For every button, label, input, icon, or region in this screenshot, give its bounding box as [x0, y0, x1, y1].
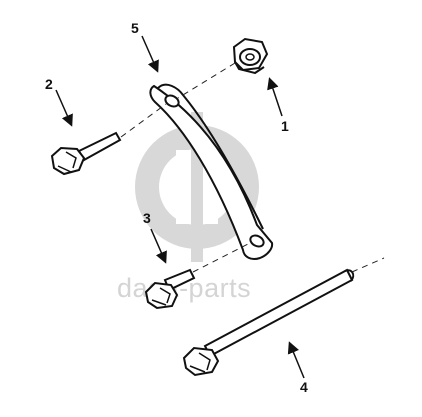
- callout-label-3: 3: [143, 210, 151, 226]
- flange-nut-part-1: [232, 37, 269, 75]
- callout-label-5: 5: [131, 20, 139, 36]
- bracket-link-part-5: [149, 83, 274, 260]
- callout-arrow-2: [55, 89, 73, 127]
- callout-arrows: [55, 35, 305, 379]
- alignment-lines: [120, 62, 385, 273]
- callout-label-1: 1: [281, 118, 289, 134]
- alignment-line-bolt4-extension: [351, 257, 385, 273]
- callout-arrow-1: [267, 77, 283, 117]
- alignment-line-nut-to-bracket: [177, 62, 236, 99]
- callout-arrow-3: [150, 228, 167, 264]
- callout-label-2: 2: [45, 76, 53, 92]
- callout-arrow-4: [287, 341, 305, 379]
- callout-label-4: 4: [300, 379, 308, 395]
- short-bolt-part-2: [50, 131, 122, 176]
- long-bolt-part-4: [182, 268, 355, 377]
- callout-arrow-5: [141, 35, 159, 73]
- alignment-line-bolt2-to-bracket: [120, 103, 167, 138]
- short-bolt-part-3: [144, 268, 196, 310]
